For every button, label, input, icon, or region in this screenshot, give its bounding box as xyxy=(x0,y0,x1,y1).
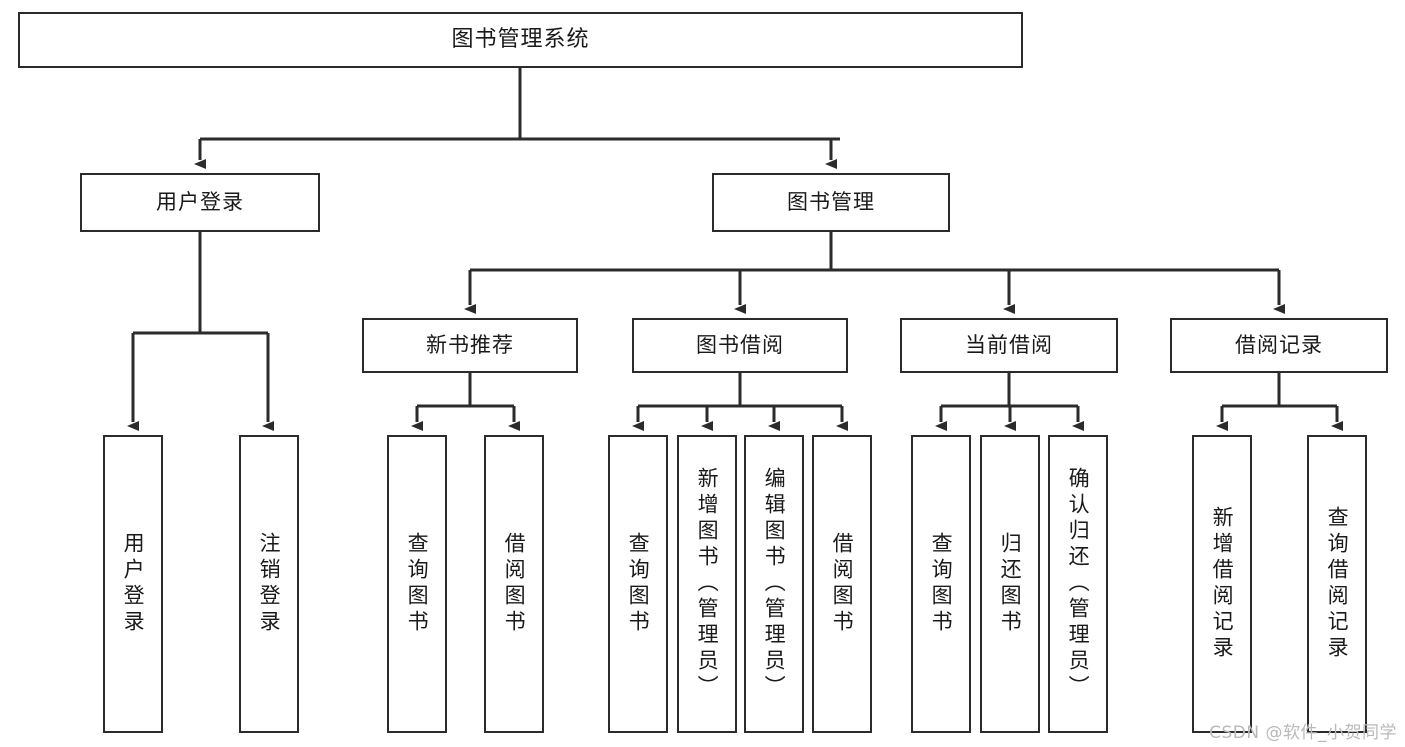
node-label: 用户登录 xyxy=(156,189,244,214)
leaf-current-borrow-confirm-return[interactable]: 确认归还（管理员） xyxy=(1048,435,1108,733)
leaf-book-borrow-edit[interactable]: 编辑图书（管理员） xyxy=(744,435,804,733)
node-label: 查询借阅记录 xyxy=(1325,506,1350,662)
node-label: 查询图书 xyxy=(626,532,651,636)
node-label: 查询图书 xyxy=(929,532,954,636)
leaf-book-borrow-query[interactable]: 查询图书 xyxy=(608,435,668,733)
node-label: 注销登录 xyxy=(257,532,282,636)
node-book-borrow[interactable]: 图书借阅 xyxy=(632,318,848,373)
node-label: 确认归还（管理员） xyxy=(1066,467,1091,701)
watermark-text: CSDN @软件_小贺同学 xyxy=(1209,723,1397,743)
node-label: 查询图书 xyxy=(405,532,430,636)
leaf-current-borrow-return[interactable]: 归还图书 xyxy=(980,435,1040,733)
node-label: 借阅记录 xyxy=(1235,332,1323,357)
node-new-book-recommend[interactable]: 新书推荐 xyxy=(362,318,578,373)
node-label: 图书借阅 xyxy=(696,332,784,357)
leaf-borrow-record-add[interactable]: 新增借阅记录 xyxy=(1192,435,1252,733)
leaf-book-borrow-add[interactable]: 新增图书（管理员） xyxy=(677,435,737,733)
leaf-new-book-borrow[interactable]: 借阅图书 xyxy=(484,435,544,733)
node-current-borrow[interactable]: 当前借阅 xyxy=(900,318,1118,373)
node-label: 新书推荐 xyxy=(426,332,514,357)
node-label: 用户登录 xyxy=(121,532,146,636)
node-label: 当前借阅 xyxy=(965,332,1053,357)
leaf-current-borrow-query[interactable]: 查询图书 xyxy=(911,435,971,733)
node-label: 新增图书（管理员） xyxy=(695,467,720,701)
node-root-system[interactable]: 图书管理系统 xyxy=(18,12,1023,68)
leaf-borrow-record-query[interactable]: 查询借阅记录 xyxy=(1307,435,1367,733)
leaf-book-borrow-borrow[interactable]: 借阅图书 xyxy=(812,435,872,733)
node-label: 编辑图书（管理员） xyxy=(762,467,787,701)
node-borrow-record[interactable]: 借阅记录 xyxy=(1170,318,1388,373)
node-user-login[interactable]: 用户登录 xyxy=(80,173,320,232)
node-label: 图书管理系统 xyxy=(451,26,590,52)
leaf-user-login-login[interactable]: 用户登录 xyxy=(103,435,163,733)
node-label: 借阅图书 xyxy=(502,532,527,636)
leaf-new-book-query[interactable]: 查询图书 xyxy=(387,435,447,733)
node-label: 新增借阅记录 xyxy=(1210,506,1235,662)
node-label: 借阅图书 xyxy=(830,532,855,636)
node-book-manage[interactable]: 图书管理 xyxy=(712,173,950,232)
node-label: 归还图书 xyxy=(998,532,1023,636)
node-label: 图书管理 xyxy=(787,189,875,214)
leaf-user-login-logout[interactable]: 注销登录 xyxy=(239,435,299,733)
